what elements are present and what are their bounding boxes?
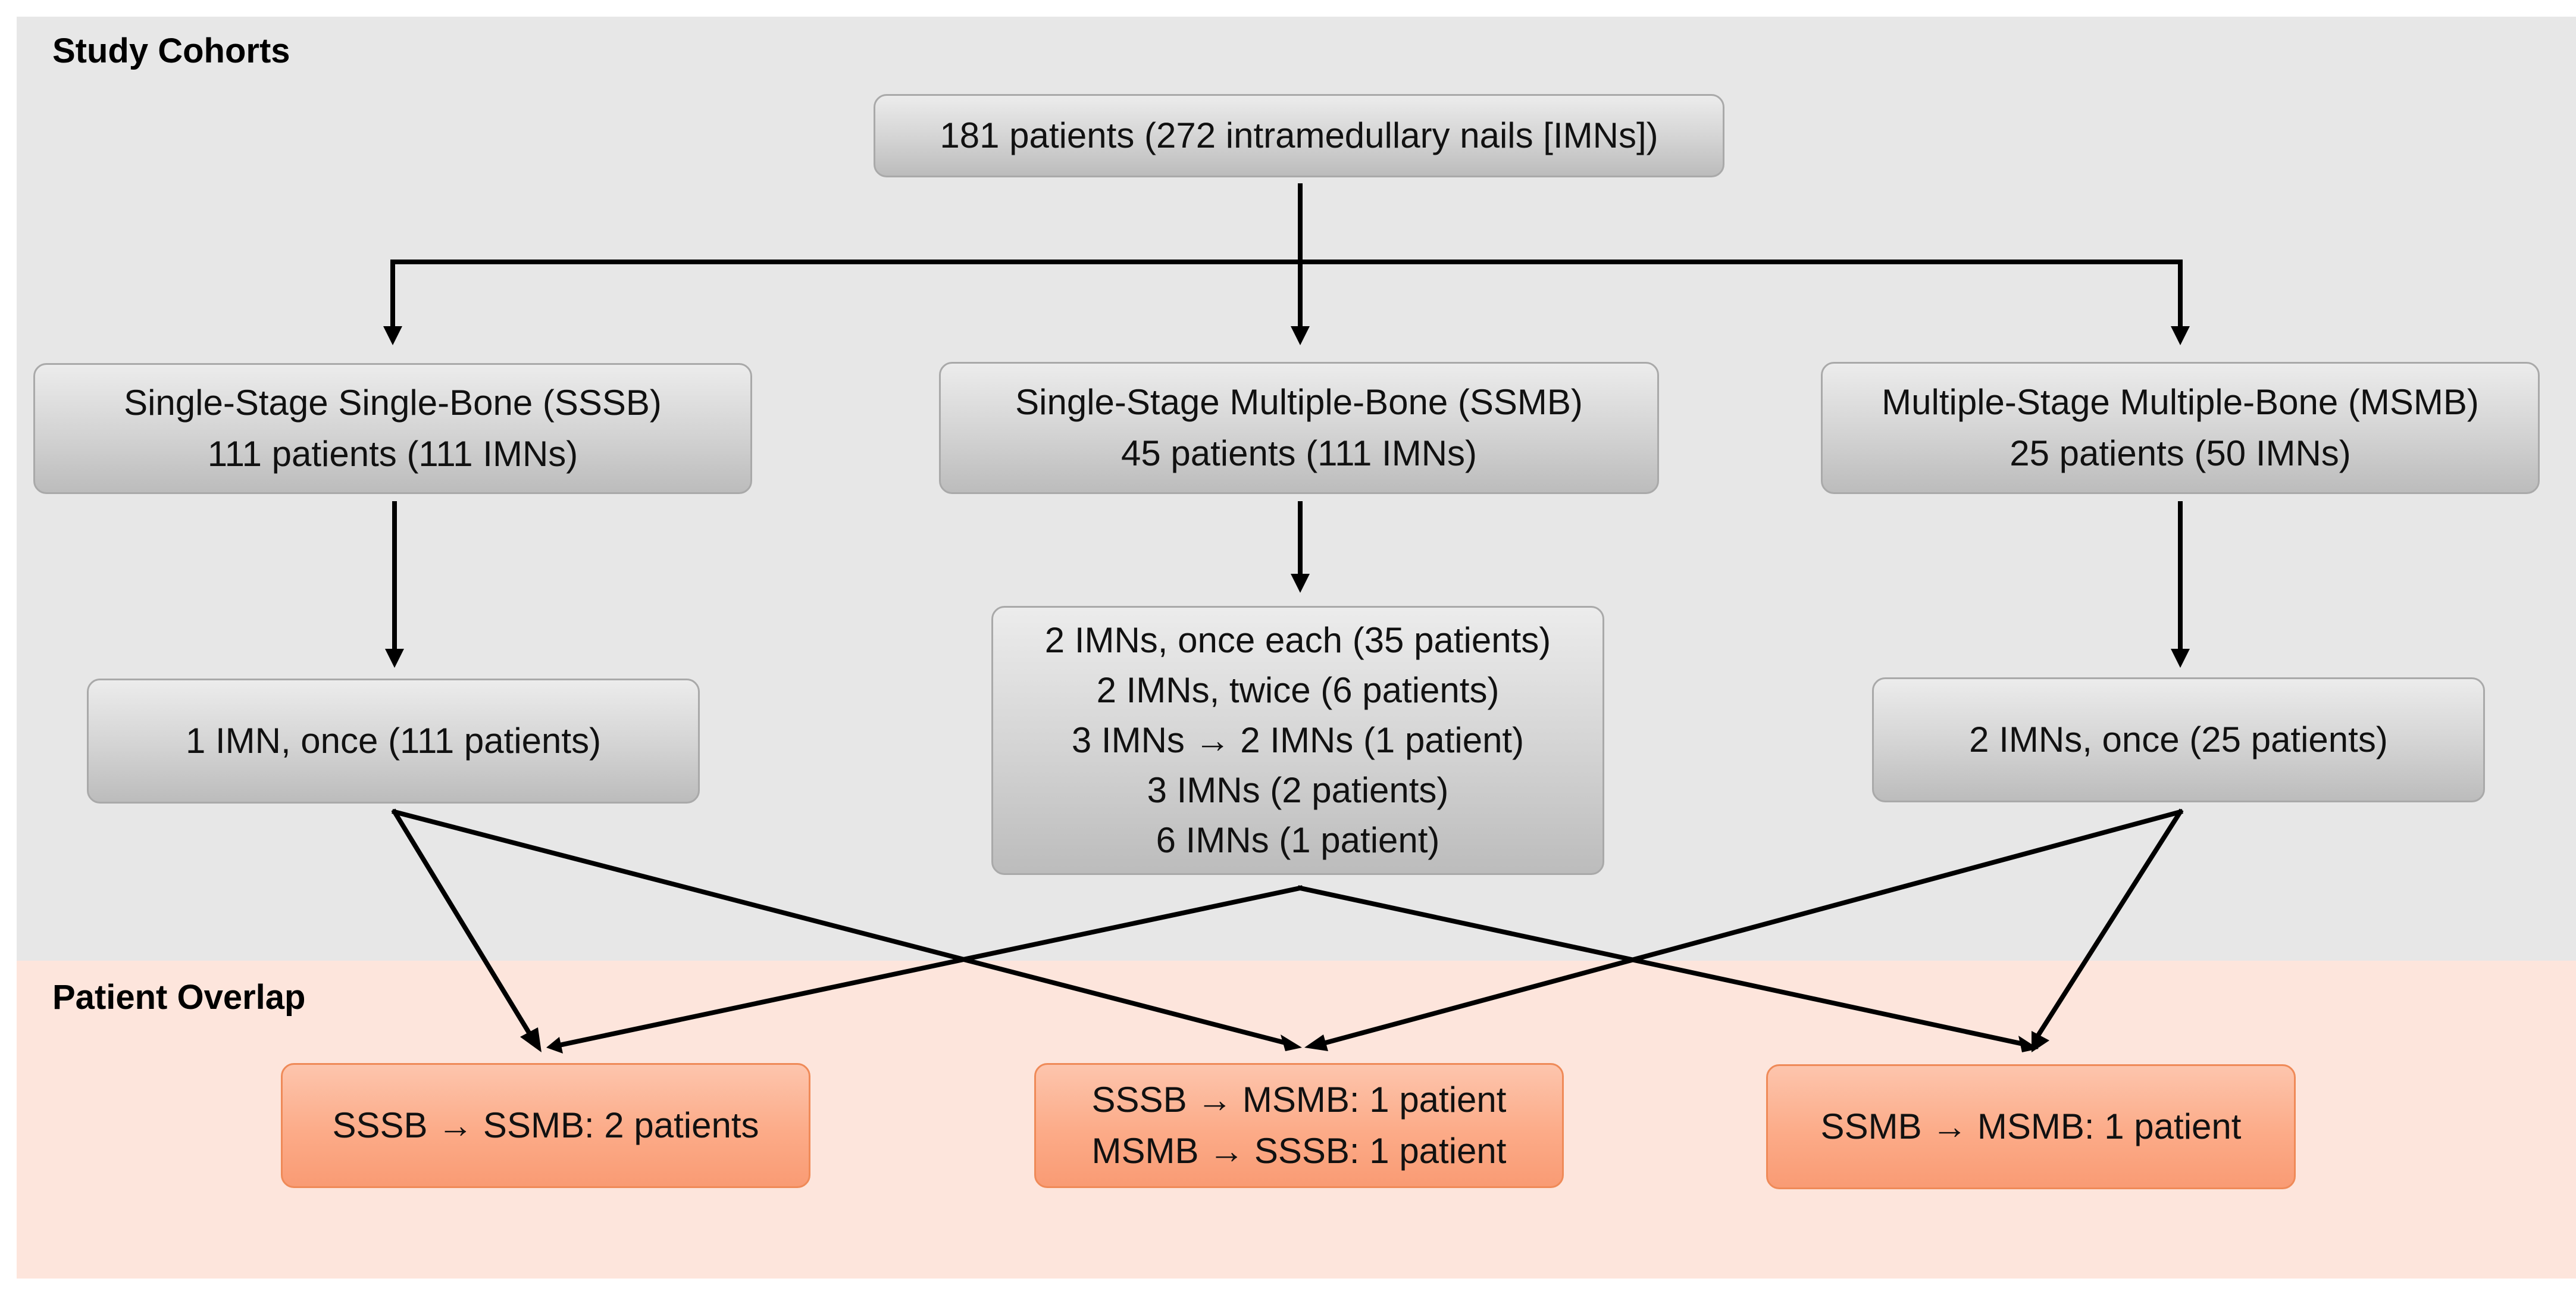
sssb-node-count: 111 patients (111 IMNs) bbox=[207, 434, 578, 474]
ssmb-node-count: 45 patients (111 IMNs) bbox=[1120, 433, 1478, 473]
msmb-node-title: Multiple-Stage Multiple-Bone (MSMB) bbox=[1882, 382, 2479, 422]
overlap-ssmb-msmb-node: SSMB → MSMB: 1 patient bbox=[1766, 1064, 2296, 1189]
sssb-node: Single-Stage Single-Bone (SSSB) 111 pati… bbox=[33, 363, 752, 494]
ssmb-node: Single-Stage Multiple-Bone (SSMB) 45 pat… bbox=[939, 362, 1659, 494]
ssmb-node-title: Single-Stage Multiple-Bone (SSMB) bbox=[1015, 382, 1583, 422]
overlap-sssb-ssmb-node: SSSB → SSMB: 2 patients bbox=[281, 1063, 810, 1188]
sssb-node-title: Single-Stage Single-Bone (SSSB) bbox=[124, 383, 662, 423]
root-node-line: 181 patients (272 intramedullary nails [… bbox=[940, 115, 1658, 155]
msmb-node: Multiple-Stage Multiple-Bone (MSMB) 25 p… bbox=[1821, 362, 2540, 494]
ssmb-detail-line: 2 IMNs, twice (6 patients) bbox=[1096, 670, 1500, 710]
ssmb-detail-line: 2 IMNs, once each (35 patients) bbox=[1044, 620, 1551, 660]
overlap-sssb-msmb-line: SSSB → MSMB: 1 patient bbox=[1091, 1080, 1507, 1120]
overlap-ssmb-msmb-line: SSMB → MSMB: 1 patient bbox=[1820, 1107, 2242, 1146]
overlap-sssb-ssmb-line: SSSB → SSMB: 2 patients bbox=[332, 1105, 759, 1145]
study-cohorts-title: Study Cohorts bbox=[52, 32, 290, 70]
patient-overlap-title: Patient Overlap bbox=[52, 978, 306, 1017]
root-node: 181 patients (272 intramedullary nails [… bbox=[874, 94, 1724, 177]
ssmb-detail-line: 3 IMNs → 2 IMNs (1 patient) bbox=[1071, 720, 1525, 760]
sssb-detail-node: 1 IMN, once (111 patients) bbox=[87, 679, 700, 804]
ssmb-detail-node: 2 IMNs, once each (35 patients) 2 IMNs, … bbox=[991, 606, 1604, 875]
msmb-detail-node: 2 IMNs, once (25 patients) bbox=[1872, 677, 2485, 802]
overlap-msmb-sssb-line: MSMB → SSSB: 1 patient bbox=[1091, 1131, 1507, 1171]
msmb-detail-line: 2 IMNs, once (25 patients) bbox=[1969, 720, 2388, 759]
ssmb-detail-line: 6 IMNs (1 patient) bbox=[1156, 820, 1440, 860]
msmb-node-count: 25 patients (50 IMNs) bbox=[2010, 433, 2351, 473]
sssb-detail-line: 1 IMN, once (111 patients) bbox=[185, 721, 602, 761]
overlap-sssb-msmb-node: SSSB → MSMB: 1 patient MSMB → SSSB: 1 pa… bbox=[1034, 1063, 1564, 1188]
ssmb-detail-line: 3 IMNs (2 patients) bbox=[1147, 770, 1449, 810]
